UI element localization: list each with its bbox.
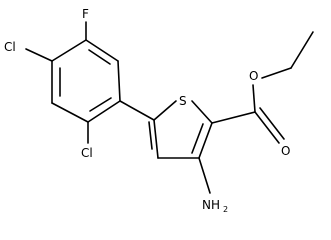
ester-oxygen-label: O xyxy=(249,69,258,83)
bond-thiophene-5 xyxy=(153,119,159,159)
carbonyl-oxygen-label: O xyxy=(281,144,290,158)
bond-thiophene-double-2 xyxy=(148,121,153,150)
amino-subscript: 2 xyxy=(223,205,228,214)
fluorine-label: F xyxy=(82,7,89,21)
sulfur-label: S xyxy=(179,94,187,108)
bond-ring-1 xyxy=(85,39,119,62)
chlorine-para-label: Cl xyxy=(4,40,16,54)
bond-thiophene-3 xyxy=(198,122,213,159)
bond-thiophene-double-1 xyxy=(191,123,204,154)
bond-ethyl xyxy=(290,31,314,69)
amino-label: NH xyxy=(202,198,220,212)
bond-ring-4 xyxy=(51,102,89,123)
bond-ester-oxygen-to-ch2 xyxy=(261,67,292,79)
bond-ring-3 xyxy=(87,100,121,123)
bond-ring-2 xyxy=(117,60,121,102)
bond-thiophene-2 xyxy=(191,100,213,124)
chlorine-ortho-label: Cl xyxy=(81,146,93,160)
structure-canvas: F Cl Cl S O O NH 2 xyxy=(4,7,314,214)
bond-carbon-to-ester-oxygen xyxy=(252,84,256,113)
bond-to-carbonyl-carbon xyxy=(211,111,256,124)
bond-ring-double-1 xyxy=(88,49,111,65)
bond-to-chlorine-para xyxy=(25,48,53,62)
bond-ring-double-2 xyxy=(89,97,112,112)
bond-carbonyl-double-2 xyxy=(259,107,285,140)
bond-thiophene-1 xyxy=(153,100,177,121)
bond-ring-6 xyxy=(51,39,87,62)
bond-to-amino xyxy=(198,157,211,194)
bond-carbonyl-double-1 xyxy=(254,111,280,144)
molecule-structure-diagram: F Cl Cl S O O NH 2 xyxy=(4,7,314,214)
bond-aryl-to-thiophene xyxy=(119,100,155,121)
